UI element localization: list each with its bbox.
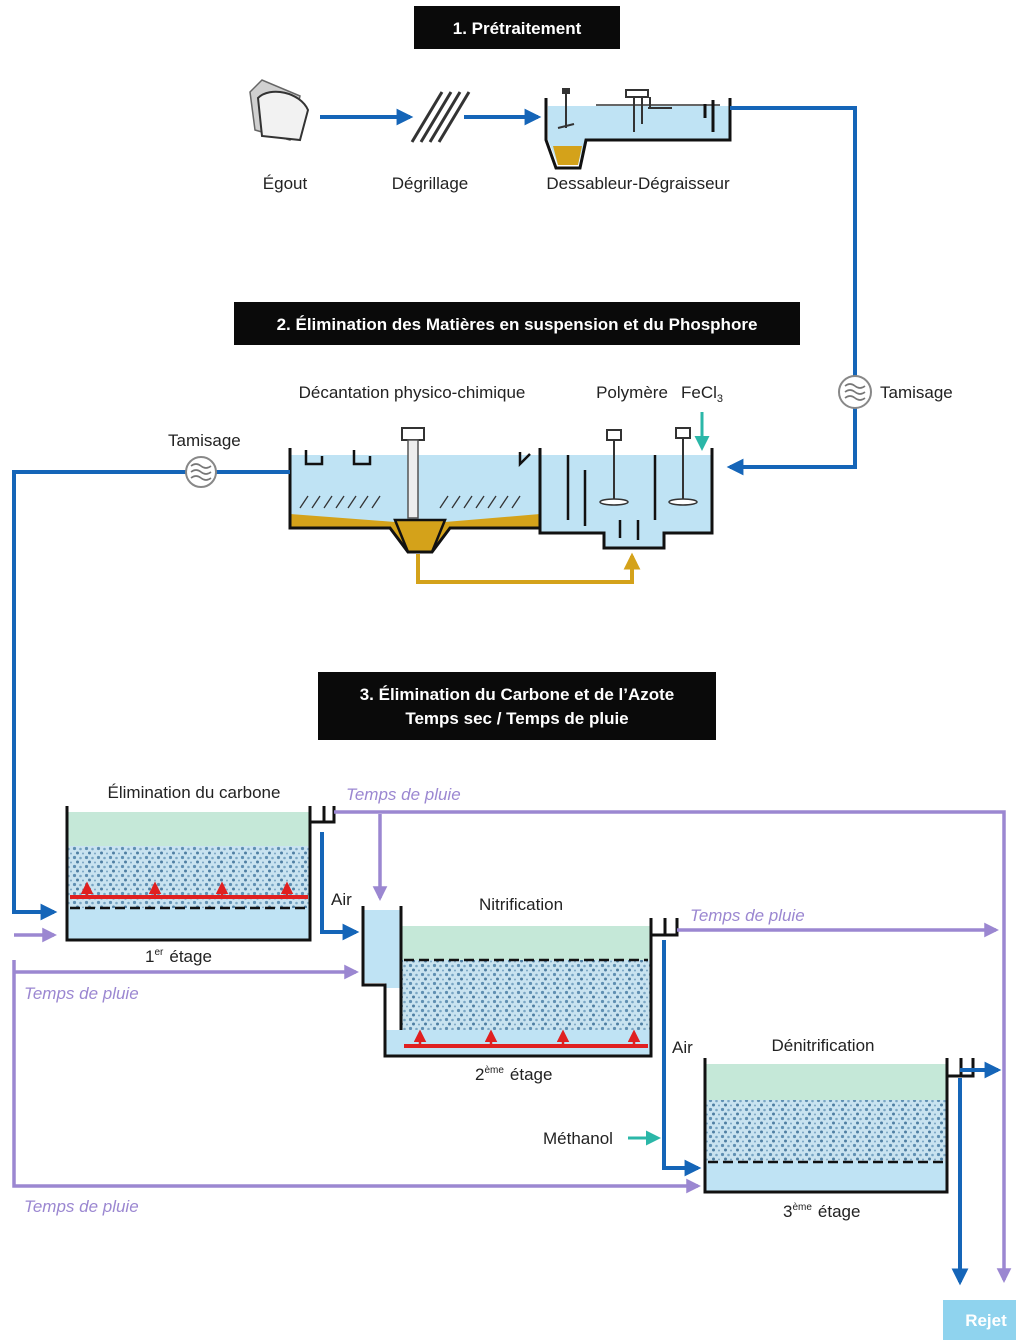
fecl-subscript: 3 <box>717 393 723 405</box>
flow-pipe <box>726 106 857 476</box>
sludge-recirculation-pipe <box>416 552 641 584</box>
flow-pipe <box>12 470 290 921</box>
label-denitrification: Dénitrification <box>772 1036 875 1055</box>
etage-word: étage <box>818 1202 861 1221</box>
fecl-text: FeCl <box>681 383 717 402</box>
label-elimination-carbone: Élimination du carbone <box>108 783 281 802</box>
bypass-pipe <box>12 960 701 1194</box>
label-degrillage: Dégrillage <box>392 174 469 193</box>
biofilter-nitrification <box>361 906 679 1058</box>
label-etage-3: 3ème étage <box>783 1202 860 1221</box>
section-header-mes-phosphore: 2. Élimination des Matières en suspensio… <box>234 302 800 345</box>
etage-num: 2 <box>475 1065 484 1084</box>
section-subtitle: Temps sec / Temps de pluie <box>405 709 628 728</box>
label-dessableur: Dessableur-Dégraisseur <box>546 174 730 193</box>
etage-sup: ème <box>484 1065 504 1076</box>
section-title: 3. Élimination du Carbone et de l’Azote <box>360 685 675 704</box>
biofilter-carbone <box>65 806 336 942</box>
label-methanol: Méthanol <box>543 1129 613 1148</box>
label-polymere: Polymère <box>596 383 668 402</box>
label-temps-de-pluie: Temps de pluie <box>690 906 805 925</box>
etage-sup: er <box>154 947 164 958</box>
sewer-pipe-icon <box>249 79 310 142</box>
rejet-badge: Rejet <box>943 1300 1016 1340</box>
section-header-carbone-azote: 3. Élimination du Carbone et de l’Azote … <box>318 672 716 740</box>
etage-num: 1 <box>145 947 154 966</box>
flow-pipe <box>662 940 702 1177</box>
etage-sup: ème <box>792 1202 812 1213</box>
biofilter-denitrification <box>703 1058 975 1194</box>
label-temps-de-pluie: Temps de pluie <box>24 1197 139 1216</box>
flow-pipe <box>320 832 360 941</box>
sieve-icon <box>838 375 872 409</box>
rejet-label: Rejet <box>965 1311 1007 1330</box>
bypass-pipe <box>334 810 1012 1283</box>
label-nitrification: Nitrification <box>479 895 563 914</box>
label-egout: Égout <box>263 174 308 193</box>
label-tamisage: Tamisage <box>168 431 241 450</box>
label-air: Air <box>331 890 352 909</box>
etage-num: 3 <box>783 1202 792 1221</box>
etage-word: étage <box>169 947 212 966</box>
section-header-pretraitement: 1. Prétraitement <box>414 6 620 49</box>
label-air: Air <box>672 1038 693 1057</box>
sieve-icon <box>185 456 217 488</box>
section-title: 2. Élimination des Matières en suspensio… <box>277 315 758 334</box>
label-temps-de-pluie: Temps de pluie <box>346 785 461 804</box>
etage-word: étage <box>510 1065 553 1084</box>
label-tamisage: Tamisage <box>880 383 953 402</box>
bar-screen-icon <box>410 91 471 143</box>
label-fecl3: FeCl3 <box>681 383 723 405</box>
physico-chemical-settler <box>288 427 714 554</box>
label-temps-de-pluie: Temps de pluie <box>24 984 139 1003</box>
label-etage-2: 2ème étage <box>475 1065 552 1084</box>
grit-grease-tank <box>544 88 732 170</box>
label-decantation: Décantation physico-chimique <box>299 383 526 402</box>
section-title: 1. Prétraitement <box>453 19 582 38</box>
